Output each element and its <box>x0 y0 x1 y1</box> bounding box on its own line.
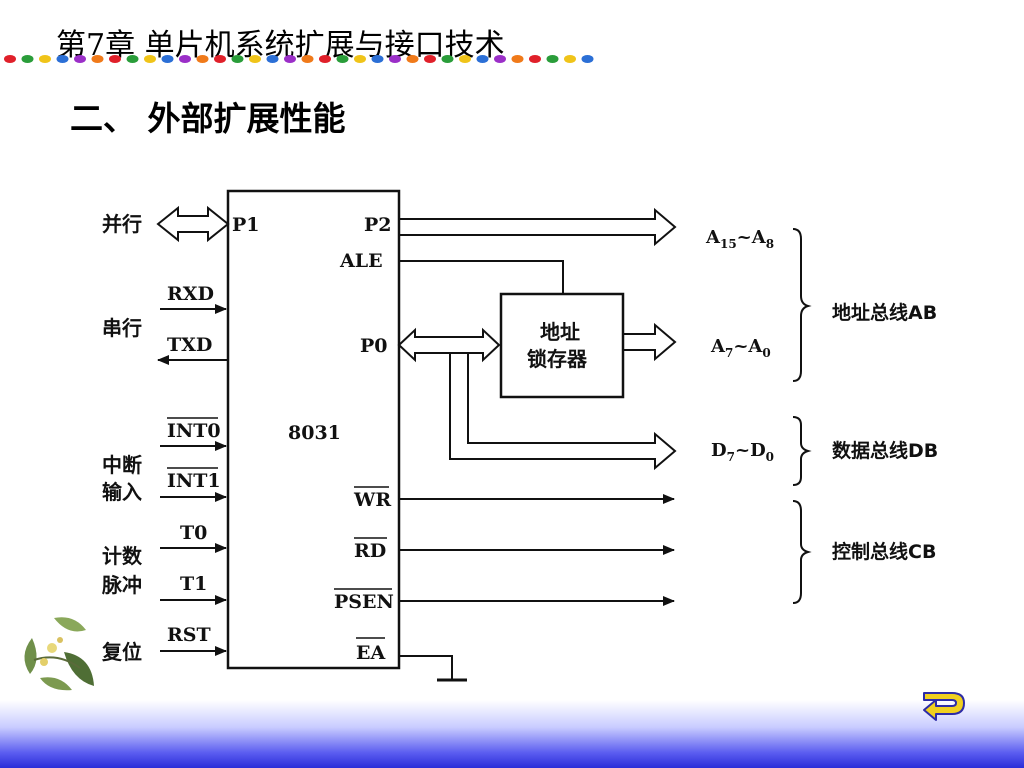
pin-rxd: RXD <box>167 283 214 305</box>
parallel-label: 并行 <box>102 212 142 236</box>
divider-bead <box>529 55 541 63</box>
divider-bead <box>231 55 244 63</box>
pin-rd: RD <box>354 540 386 562</box>
divider-bead <box>441 55 454 63</box>
p1-bidirectional-arrow <box>156 205 230 243</box>
footer-gradient-band <box>0 700 1024 768</box>
p2-address-arrow <box>399 207 677 247</box>
p0-bidirectional-arrow <box>397 327 501 363</box>
counter-label-line1: 计数 <box>102 544 143 568</box>
pin-t1: T1 <box>180 573 207 595</box>
pin-int1: INT1 <box>167 470 221 492</box>
pin-p0: P0 <box>360 335 388 357</box>
chip-name: 8031 <box>288 422 341 444</box>
data-bus-label: 数据总线DB <box>832 439 938 462</box>
pin-psen: PSEN <box>334 591 394 613</box>
address-bus-label: 地址总线AB <box>832 301 937 324</box>
signal-a7-a0: A7~A0 <box>710 336 771 360</box>
pin-p1: P1 <box>232 214 260 236</box>
control-bus-brace <box>792 500 812 604</box>
divider-bead <box>284 55 296 63</box>
latch-output-arrow <box>623 322 677 362</box>
divider-bead <box>4 55 16 63</box>
divider-bead <box>581 55 594 63</box>
divider-bead <box>196 55 209 63</box>
divider-bead <box>249 55 261 63</box>
pin-txd: TXD <box>167 334 212 356</box>
chip-8031-body <box>226 189 401 670</box>
signal-d7-d0: D7~D0 <box>711 440 774 464</box>
interrupt-label-line2: 输入 <box>102 480 142 504</box>
signal-a15-a8: A15~A8 <box>705 227 774 251</box>
interrupt-label-line1: 中断 <box>102 453 142 477</box>
divider-bead <box>179 55 191 63</box>
divider-bead <box>266 55 279 63</box>
divider-bead <box>39 55 51 63</box>
divider-bead <box>546 55 559 63</box>
divider-bead <box>424 55 436 63</box>
pin-int0: INT0 <box>167 420 221 442</box>
address-bus-brace <box>792 228 812 382</box>
latch-label-line2: 锁存器 <box>527 347 588 371</box>
divider-bead <box>354 55 366 63</box>
ea-ground-line <box>399 655 453 680</box>
latch-label-line1: 地址 <box>540 320 580 344</box>
divider-bead <box>109 55 121 63</box>
reset-label: 复位 <box>101 640 142 664</box>
plant-leaves-illustration <box>24 617 94 691</box>
divider-bead <box>406 55 419 63</box>
divider-bead <box>319 55 331 63</box>
serial-label: 串行 <box>102 316 142 340</box>
divider-bead <box>301 55 314 63</box>
divider-bead <box>564 55 576 63</box>
data-bus-arrow <box>449 353 677 471</box>
divider-bead <box>56 55 69 63</box>
divider-bead <box>389 55 401 63</box>
divider-bead <box>336 55 349 63</box>
divider-bead <box>144 55 156 63</box>
divider-bead <box>511 55 524 63</box>
divider-bead <box>91 55 104 63</box>
pin-t0: T0 <box>180 522 207 544</box>
divider-bead <box>459 55 471 63</box>
divider-bead <box>371 55 384 63</box>
divider-bead <box>126 55 139 63</box>
ale-line <box>399 260 564 294</box>
return-arrow-icon[interactable] <box>920 688 968 724</box>
pin-p2: P2 <box>364 214 392 236</box>
counter-label-line2: 脉冲 <box>101 573 142 597</box>
divider-bead <box>161 55 174 63</box>
pin-rst: RST <box>167 624 211 646</box>
divider-bead <box>74 55 86 63</box>
control-bus-label: 控制总线CB <box>832 540 936 563</box>
address-latch-box <box>499 292 625 399</box>
header-bead-divider <box>4 55 594 63</box>
divider-bead <box>21 55 34 63</box>
divider-bead <box>214 55 226 63</box>
divider-bead <box>494 55 506 63</box>
pin-ale: ALE <box>339 250 383 272</box>
divider-bead <box>476 55 489 63</box>
data-bus-brace <box>792 416 812 486</box>
pin-wr: WR <box>353 489 391 511</box>
section-heading: 二、 外部扩展性能 <box>70 99 346 138</box>
pin-ea: EA <box>356 642 385 664</box>
